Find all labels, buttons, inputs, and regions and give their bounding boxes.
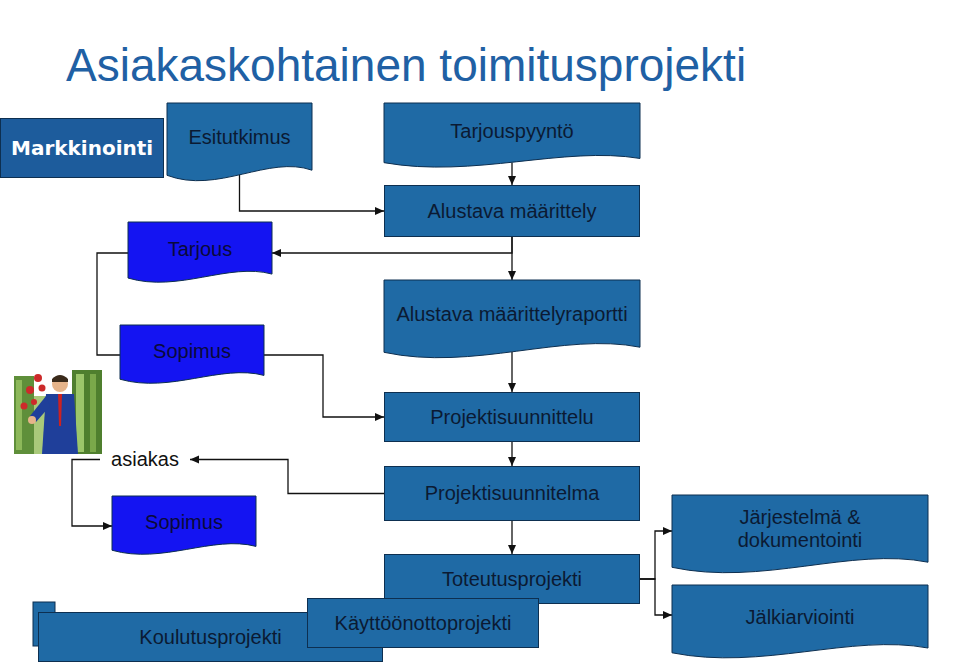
node-label: Järjestelmä & dokumentointi	[682, 506, 918, 552]
text-wrap: Alustava määrittelyraportti	[396, 303, 627, 326]
process-box: Markkinointi	[0, 118, 164, 178]
document-box: Jälkiarviointi	[672, 585, 928, 660]
text-wrap: Tarjous	[168, 238, 232, 261]
process-box: Toteutusprojekti	[384, 554, 640, 604]
document-shape	[112, 496, 256, 554]
text-wrap: Markkinointi	[11, 137, 153, 160]
node-label: Esitutkimus	[188, 126, 290, 149]
node-label: Tarjous	[168, 238, 232, 261]
flow-arrow	[511, 352, 512, 392]
node-label: Koulutusprojekti	[139, 626, 281, 649]
document-shape	[128, 222, 272, 282]
node-label: Projektisuunnitelma	[425, 482, 600, 505]
document-box: Tarjous	[128, 222, 272, 284]
node-label: Sopimus	[145, 511, 223, 534]
document-box: Tarjouspyyntö	[384, 103, 640, 169]
document-box: Järjestelmä & dokumentointi	[672, 495, 928, 575]
node-label: Käyttöönottoprojekti	[335, 612, 512, 635]
document-box: Esitutkimus	[167, 103, 312, 183]
document-shape	[384, 280, 640, 358]
document-shape	[672, 495, 928, 573]
businessman-clipart	[12, 366, 106, 454]
document-shape	[167, 103, 312, 181]
text-wrap: Alustava määrittely	[428, 200, 597, 223]
document-shape	[672, 585, 928, 658]
node-label: Alustava määrittelyraportti	[396, 303, 627, 326]
process-box: Alustava määrittely	[384, 185, 640, 237]
node-label: Markkinointi	[11, 137, 153, 160]
text-wrap: Projektisuunnitelma	[425, 482, 600, 505]
text-wrap: Koulutusprojekti	[139, 626, 281, 649]
text-wrap: Käyttöönottoprojekti	[335, 612, 512, 635]
document-shape	[120, 325, 264, 383]
text-wrap: Sopimus	[145, 511, 223, 534]
node-label: Jälkiarviointi	[746, 606, 855, 629]
text-wrap: asiakas	[111, 448, 179, 471]
flow-arrow	[72, 460, 112, 527]
text-wrap: Järjestelmä & dokumentointi	[682, 506, 918, 552]
text-wrap: Tarjouspyyntö	[450, 120, 573, 143]
process-box: Projektisuunnittelu	[384, 392, 640, 442]
flow-arrow	[640, 579, 672, 615]
node-label: asiakas	[111, 448, 179, 471]
text-wrap: Esitutkimus	[188, 126, 290, 149]
document-box: Alustava määrittelyraportti	[384, 280, 640, 360]
document-box: Sopimus	[120, 325, 264, 385]
node-label: Sopimus	[153, 340, 231, 363]
flow-arrow	[240, 173, 385, 211]
flow-arrow	[511, 162, 512, 185]
flow-arrow	[272, 237, 512, 253]
text-wrap: Toteutusprojekti	[442, 568, 582, 591]
flow-arrow	[190, 460, 384, 494]
process-box: Projektisuunnitelma	[384, 466, 640, 521]
flow-arrow	[511, 237, 512, 280]
diagram-title: Asiakaskohtainen toimitusprojekti	[66, 38, 746, 92]
text-wrap: Jälkiarviointi	[746, 606, 855, 629]
actor-label: asiakas	[100, 444, 190, 475]
node-label: Alustava määrittely	[428, 200, 597, 223]
flow-arrow	[511, 521, 512, 554]
node-label: Tarjouspyyntö	[450, 120, 573, 143]
text-wrap: Sopimus	[153, 340, 231, 363]
node-label: Projektisuunnittelu	[430, 406, 593, 429]
text-wrap: Projektisuunnittelu	[430, 406, 593, 429]
node-label: Toteutusprojekti	[442, 568, 582, 591]
flow-arrow	[511, 442, 512, 466]
flow-arrow	[264, 355, 384, 417]
document-box: Sopimus	[112, 496, 256, 556]
flow-arrow	[640, 531, 672, 579]
document-shape	[384, 103, 640, 167]
process-box: Käyttöönottoprojekti	[307, 598, 539, 648]
